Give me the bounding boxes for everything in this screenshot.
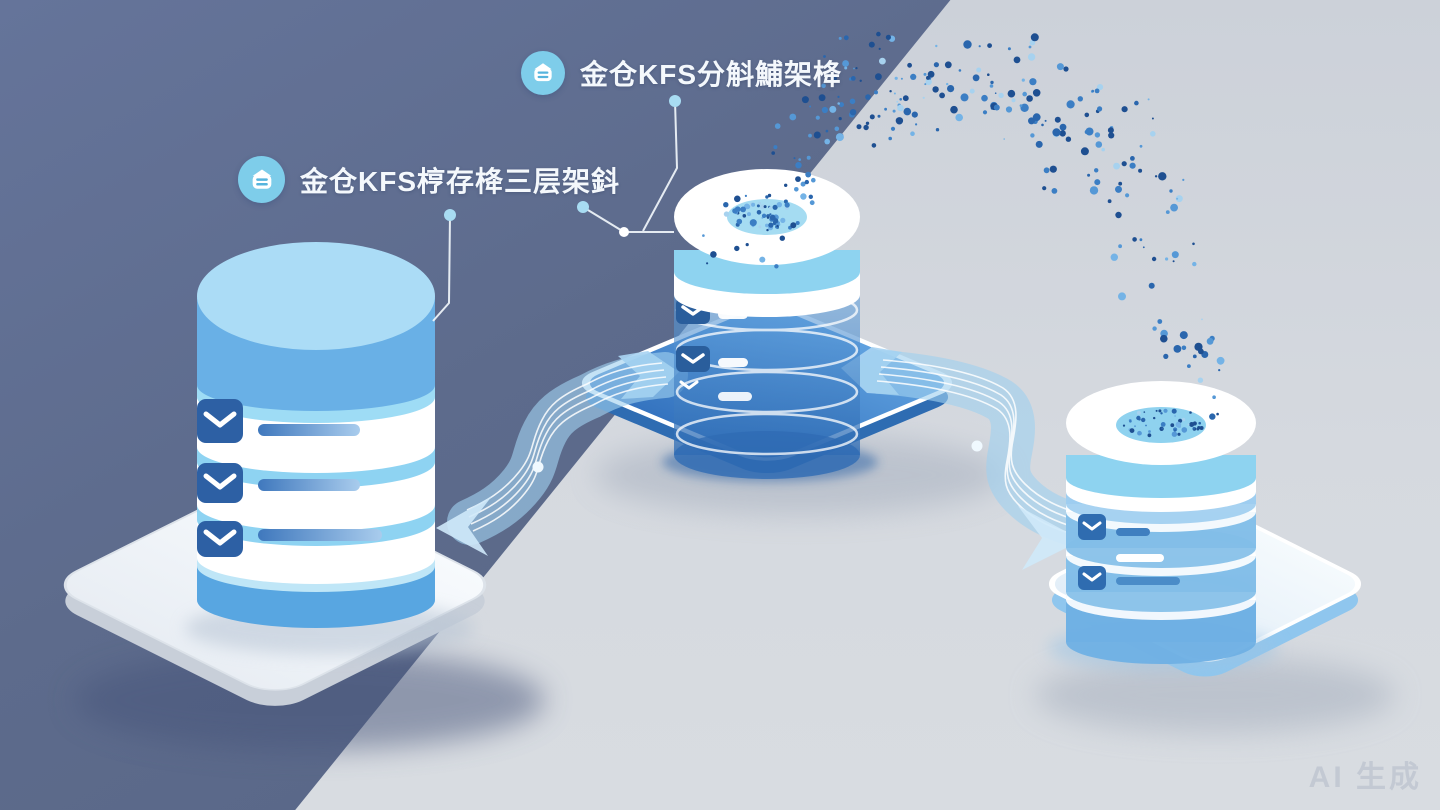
chevron-tab [1078, 566, 1106, 590]
database-badge-icon [521, 51, 565, 95]
pipe-arrowhead-left-icon [436, 496, 492, 556]
chevron-tab [197, 521, 243, 557]
left-database-cylinder [197, 242, 435, 628]
data-row-pill [718, 358, 748, 367]
data-row-pill [718, 392, 752, 401]
chevron-tab [197, 399, 243, 443]
pipe-node-dot [532, 461, 544, 473]
chevron-down-icon [1082, 572, 1102, 582]
callout-sharding-architecture: 金仓KFS分斛鯆架栙 [521, 51, 842, 95]
pipe-to-left [436, 352, 688, 556]
callout-connectors [432, 100, 678, 322]
connector-storage-to-center-cylinder [582, 206, 674, 233]
data-row-pill [1116, 554, 1164, 562]
chevron-tab [676, 346, 710, 372]
chevron-down-icon [679, 380, 699, 390]
chevron-tab [1078, 514, 1106, 540]
data-row-pill [258, 529, 382, 541]
data-row-pill [1116, 577, 1180, 585]
chevron-down-icon [203, 473, 237, 490]
cylinder-top [197, 242, 435, 350]
chevron-tab [197, 463, 243, 503]
callout-storage-architecture: 金仓KFS梈存栙三层架鈄 [238, 156, 620, 203]
pipe-node-dot [971, 440, 983, 452]
data-row-pill [1116, 528, 1150, 536]
chevron-down-icon [681, 353, 705, 364]
pipe-to-right [858, 350, 1100, 570]
connector-sharding-to-center-cylinder [642, 100, 678, 232]
callout-sharding-label: 金仓KFS分斛鯆架栙 [580, 59, 843, 90]
center-database-cylinder [674, 169, 860, 479]
chevron-down-icon [203, 411, 237, 428]
data-particle-stream [702, 31, 1225, 438]
data-row-pill [258, 424, 360, 436]
right-database-cylinder [1066, 381, 1256, 664]
pipe-arrowhead-right-icon [1018, 506, 1082, 570]
chevron-down-icon [1082, 521, 1102, 531]
connector-dots [444, 95, 681, 237]
ai-generated-watermark: AI 生成 [1308, 761, 1422, 794]
connector-storage-to-left-cylinder [432, 214, 451, 322]
database-badge-icon [238, 156, 285, 203]
chevron-down-icon [203, 529, 237, 546]
data-row-pill [258, 479, 360, 491]
callout-storage-label: 金仓KFS梈存栙三层架鈄 [300, 165, 621, 197]
